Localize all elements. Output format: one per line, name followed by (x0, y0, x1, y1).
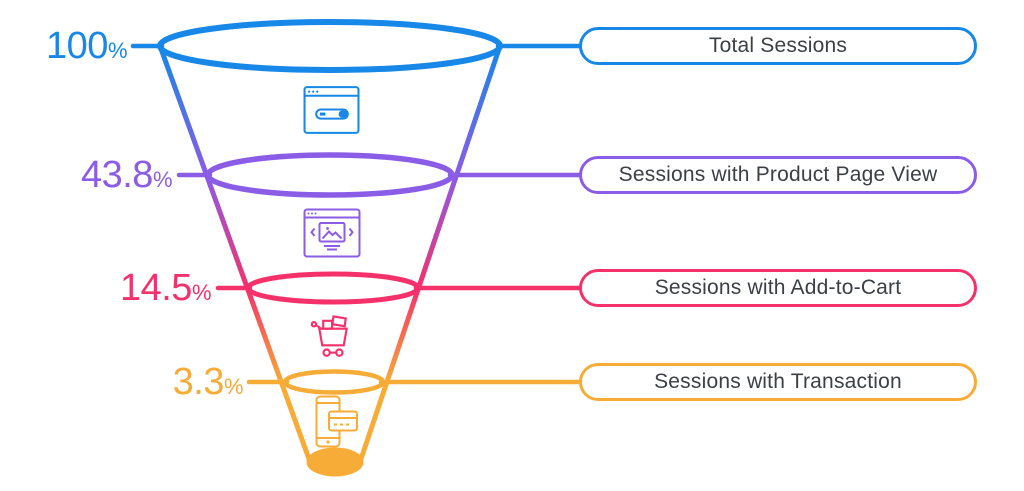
funnel-level-ellipse-product-page-view (205, 152, 455, 198)
funnel-left-wall (157, 43, 312, 462)
stage-label-text: Sessions with Add-to-Cart (654, 276, 902, 299)
stage-percent-value: 3.3 (172, 361, 225, 403)
stage-percent-value: 43.8 (80, 154, 153, 196)
stage-percent-value: 14.5 (119, 267, 192, 309)
cart-icon (310, 312, 355, 359)
stage-percent-value: 100 (46, 25, 108, 67)
stage-label-pill-add-to-cart: Sessions with Add-to-Cart (579, 269, 977, 307)
stage-label-pill-product-page-view: Sessions with Product Page View (579, 156, 977, 194)
funnel-right-wall (358, 43, 503, 462)
product-page-icon (303, 208, 361, 258)
percent-sign: % (107, 38, 128, 63)
mobile-payment-icon (302, 394, 362, 450)
stage-label-text: Sessions with Product Page View (618, 163, 938, 186)
percent-sign: % (152, 167, 173, 192)
browser-search-icon (303, 85, 360, 135)
percent-sign: % (191, 280, 212, 305)
stage-percent-transaction: 3.3% (0, 361, 244, 407)
funnel-level-ellipse-add-to-cart (245, 271, 421, 305)
funnel-bottom-ellipse (306, 447, 364, 477)
stage-percent-total-sessions: 100% (0, 26, 127, 71)
percent-sign: % (223, 374, 244, 399)
funnel-level-ellipse-transaction (282, 369, 386, 395)
funnel-level-ellipse-total-sessions (157, 19, 503, 73)
stage-label-text: Total Sessions (708, 34, 848, 57)
stage-percent-product-page-view: 43.8% (0, 154, 173, 200)
stage-label-pill-transaction: Sessions with Transaction (579, 363, 977, 401)
stage-percent-add-to-cart: 14.5% (0, 267, 212, 313)
stage-label-text: Sessions with Transaction (654, 370, 902, 393)
stage-label-pill-total-sessions: Total Sessions (579, 27, 977, 65)
